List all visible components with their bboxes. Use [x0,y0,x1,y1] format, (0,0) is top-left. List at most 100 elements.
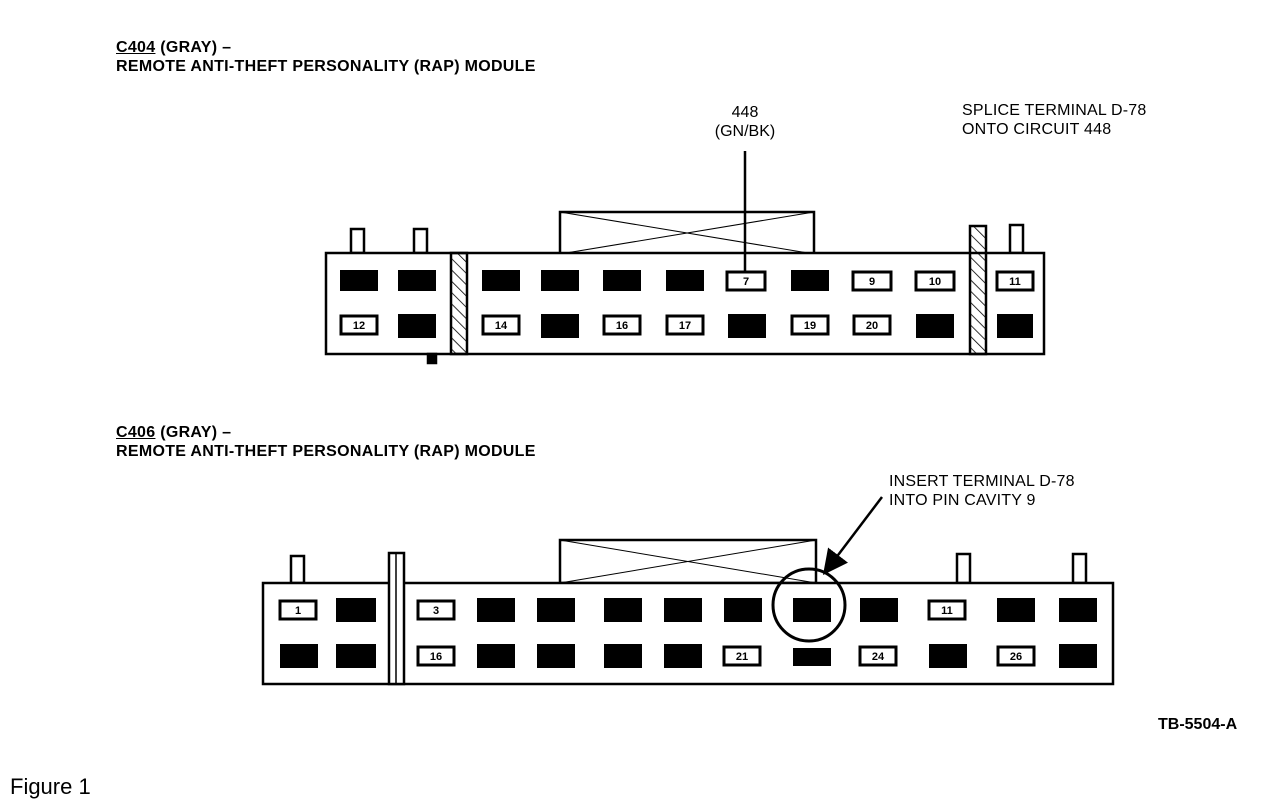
c404-cavity-21 [916,314,954,338]
c406-cavity-21: 21 [722,645,762,667]
c406-latch-diag2 [559,539,817,584]
c404-post-2 [412,227,429,255]
c406-cavity-4 [477,598,515,622]
c404-cavity-19-label: 19 [804,320,816,332]
c404-cavity-13 [398,314,436,338]
c406-cavity-20 [664,644,702,668]
c406-cavity-1-label: 1 [295,605,301,617]
c404-cavity-16-label: 16 [616,320,628,332]
c406-insert-note: INSERT TERMINAL D-78 INTO PIN CAVITY 9 [889,472,1075,510]
c404-title-rest: (GRAY) – [155,39,232,56]
c406-note-line1: INSERT TERMINAL D-78 [889,473,1075,490]
c404-cavity-11: 11 [995,270,1035,292]
c406-cavity-3: 3 [416,599,456,621]
c406-cavity-13 [1059,598,1097,622]
c404-cavity-10-label: 10 [929,276,941,288]
c404-post-1 [349,227,366,255]
c406-cavity-27 [1059,644,1097,668]
c404-cavity-1 [340,270,378,291]
c406-cavity-15 [336,644,376,668]
c404-bottom-tab [426,352,438,365]
c404-cavity-3 [482,270,520,291]
c406-cavity-21-label: 21 [736,651,748,663]
c406-post-1 [289,554,306,585]
c404-title: C404 (GRAY) – REMOTE ANTI-THEFT PERSONAL… [116,38,536,76]
c406-title-rest: (GRAY) – [155,424,232,441]
c406-cavity-7 [664,598,702,622]
c404-wire-label: 448 (GN/BK) [700,103,790,141]
c404-cavity-22 [997,314,1033,338]
c406-cavity-12 [997,598,1035,622]
c404-cavity-6 [666,270,704,291]
c406-cavity-2 [336,598,376,622]
c406-id: C406 [116,424,156,441]
c406-pointer-arrow [822,496,883,575]
c406-note-line2: INTO PIN CAVITY 9 [889,492,1036,509]
c406-title: C406 (GRAY) – REMOTE ANTI-THEFT PERSONAL… [116,423,536,461]
c404-post-3 [1008,223,1025,255]
c406-cavity-8 [724,598,762,622]
c406-cavity-26: 26 [996,645,1036,667]
c404-wire-color: (GN/BK) [714,123,776,140]
c406-cavities: 1 3 11 16 21 [278,598,1097,668]
c404-latch-diag2 [559,211,815,255]
c404-cavities: 7 9 10 11 12 14 16 [339,270,1035,338]
c404-wire-circuit: 448 [731,104,759,121]
c406-cavity-16-label: 16 [430,651,442,663]
c406-cavity-9-highlight-circle [771,567,847,643]
c406-cavity-6 [604,598,642,622]
c404-cavity-4 [541,270,579,291]
c404-cavity-10: 10 [914,270,956,292]
c406-cavity-14 [280,644,318,668]
c404-cavity-12-label: 12 [353,320,365,332]
figure-id: TB-5504-A [1158,716,1238,733]
c406-cavity-16: 16 [416,645,456,667]
c404-cavity-5 [603,270,641,291]
c404-cavity-14: 14 [481,314,521,336]
c406-cavity-26-label: 26 [1010,651,1022,663]
c404-splice-note: SPLICE TERMINAL D-78 ONTO CIRCUIT 448 [962,101,1147,139]
c406-cavity-24-label: 24 [872,651,885,663]
c404-title-line2: REMOTE ANTI-THEFT PERSONALITY (RAP) MODU… [116,58,536,75]
c404-cavity-9-label: 9 [869,276,875,288]
c406-post-3 [1071,552,1088,585]
c406-post-2 [955,552,972,585]
c404-cavity-12: 12 [339,314,379,336]
c406-cavity-5 [537,598,575,622]
c404-note-line2: ONTO CIRCUIT 448 [962,121,1112,138]
c404-cavity-2 [398,270,436,291]
c404-cavity-20-label: 20 [866,320,878,332]
c406-cavity-11-label: 11 [941,605,953,617]
c404-note-line1: SPLICE TERMINAL D-78 [962,102,1147,119]
c404-cavity-19: 19 [790,314,830,336]
c404-cavity-17-label: 17 [679,320,691,332]
c404-cavity-7: 7 [725,270,767,292]
c406-title-line2: REMOTE ANTI-THEFT PERSONALITY (RAP) MODU… [116,443,536,460]
c406-cavity-25 [929,644,967,668]
c406-cavity-11: 11 [927,599,967,621]
c404-cavity-8 [791,270,829,291]
figure-caption: Figure 1 [10,774,91,799]
c406-cavity-3-label: 3 [433,605,439,617]
c404-cavity-18 [728,314,766,338]
c404-cavity-7-label: 7 [743,276,749,288]
c406-cavity-24: 24 [858,645,898,667]
c404-cavity-20: 20 [852,314,892,336]
c404-cavity-9: 9 [851,270,893,292]
c404-cavity-11-label: 11 [1009,276,1021,288]
c404-cavity-17: 17 [665,314,705,336]
c406-cavity-18 [537,644,575,668]
c406-cavity-22 [793,648,831,666]
c406-cavity-19 [604,644,642,668]
c404-id: C404 [116,39,156,56]
c406-cavity-1: 1 [278,599,318,621]
c404-body [324,251,1046,356]
c404-cavity-16: 16 [602,314,642,336]
c406-cavity-9 [793,598,831,622]
c406-cavity-10 [860,598,898,622]
c404-divider-left [449,251,469,356]
c404-cavity-15 [541,314,579,338]
c404-cavity-14-label: 14 [495,320,508,332]
c406-cavity-17 [477,644,515,668]
